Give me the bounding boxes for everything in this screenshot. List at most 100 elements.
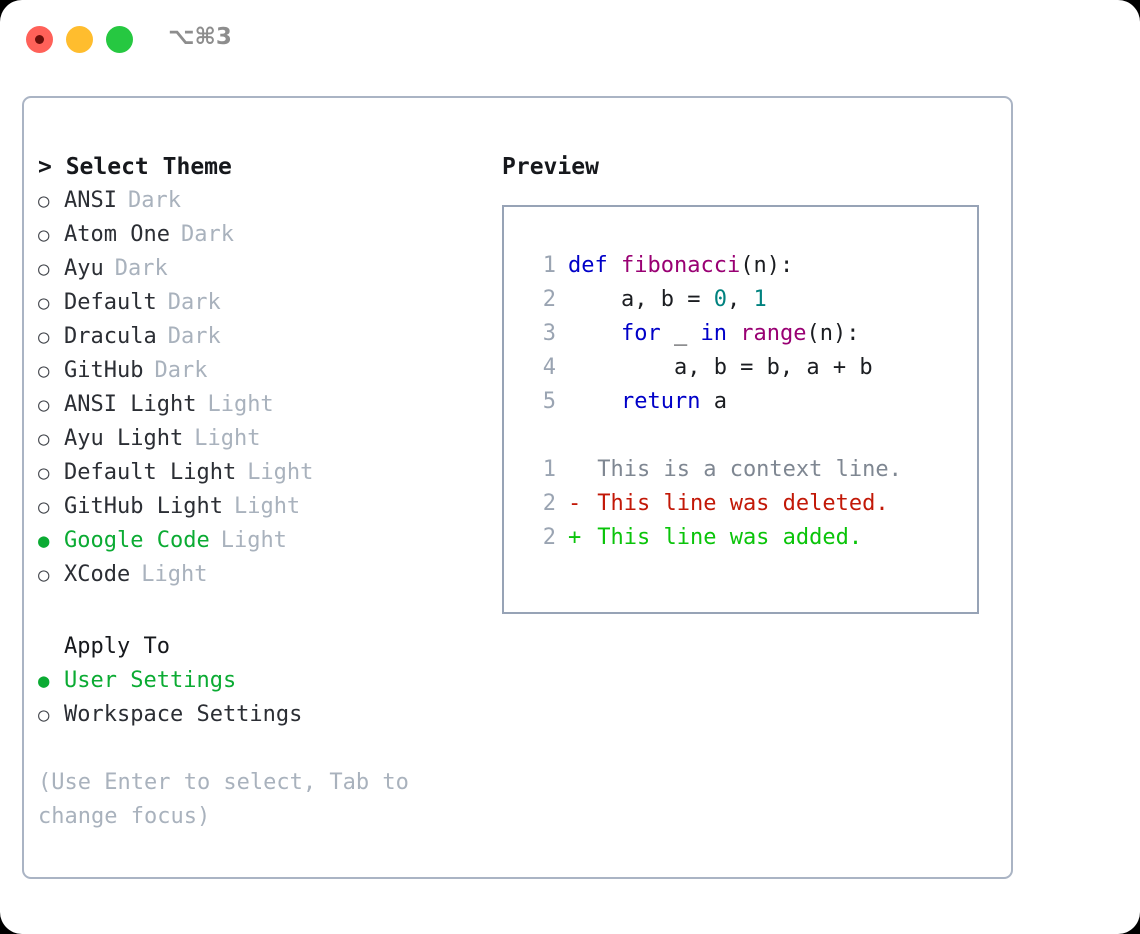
radio-unselected-icon: ○ xyxy=(38,428,50,450)
recording-indicator-icon xyxy=(35,35,44,44)
line-number: 4 xyxy=(542,355,556,380)
line-number: 2 xyxy=(542,525,556,550)
code-line: 2 a, b = 0, 1 xyxy=(522,283,977,317)
code-line-text: a, b = 0, 1 xyxy=(568,283,767,317)
code-line: 4 a, b = b, a + b xyxy=(522,351,977,385)
theme-option-kind-badge: Dark xyxy=(180,222,234,247)
radio-unselected-icon: ○ xyxy=(38,292,50,314)
theme-option-label: Google Code xyxy=(64,528,210,553)
radio-selected-icon: ● xyxy=(38,530,50,552)
apply-to-option-label: Workspace Settings xyxy=(64,702,303,727)
token-kw: in xyxy=(700,321,727,346)
theme-option-atom-one[interactable]: ○ Atom One Dark xyxy=(38,218,493,252)
theme-option-kind-badge: Light xyxy=(194,426,261,451)
diff-prefix: - xyxy=(568,491,582,516)
section-spacer xyxy=(38,592,493,630)
token-plain: a, b = xyxy=(568,287,714,312)
theme-option-label: Atom One xyxy=(64,222,170,247)
preview-title: Preview xyxy=(502,154,599,180)
diff-prefix xyxy=(568,453,584,487)
maximize-window-button[interactable] xyxy=(106,26,133,53)
radio-unselected-icon: ○ xyxy=(38,564,50,586)
theme-option-google-code[interactable]: ● Google Code Light xyxy=(38,524,493,558)
token-plain: , xyxy=(726,287,754,312)
line-number: 2 xyxy=(542,287,556,312)
theme-option-kind-badge: Light xyxy=(247,460,314,485)
apply-to-option-user-settings[interactable]: ● User Settings xyxy=(38,664,493,698)
token-plain xyxy=(568,389,621,414)
diff-line-del: 2- This line was deleted. xyxy=(522,487,977,521)
token-kw: def xyxy=(568,253,621,278)
theme-option-kind-badge: Dark xyxy=(114,256,168,281)
theme-option-label: Default xyxy=(64,290,157,315)
keyboard-hint-text: (Use Enter to select, Tab to change focu… xyxy=(38,770,409,829)
radio-unselected-icon: ○ xyxy=(38,462,50,484)
keyboard-shortcut-label: ⌥⌘3 xyxy=(168,24,232,50)
token-num: 0 xyxy=(713,287,727,312)
title-bar: ⌥⌘3 xyxy=(0,0,1140,76)
radio-selected-icon: ● xyxy=(38,670,50,692)
line-number: 2 xyxy=(542,491,556,516)
theme-option-github-light[interactable]: ○ GitHub Light Light xyxy=(38,490,493,524)
radio-unselected-icon: ○ xyxy=(38,224,50,246)
diff-spacer xyxy=(522,419,977,453)
theme-option-label: ANSI xyxy=(64,188,117,213)
diff-line-text: This line was added. xyxy=(584,525,863,550)
line-number: 1 xyxy=(542,457,556,482)
code-line-text: for _ in range(n): xyxy=(568,317,859,351)
theme-option-label: ANSI Light xyxy=(64,392,197,417)
token-fn: fibonacci xyxy=(620,253,741,278)
code-line-text: a, b = b, a + b xyxy=(568,351,873,385)
token-plain: (n): xyxy=(806,321,860,346)
line-number: 3 xyxy=(542,321,556,346)
apply-to-option-label: User Settings xyxy=(64,668,237,693)
code-line: 3 for _ in range(n): xyxy=(522,317,977,351)
theme-option-ayu[interactable]: ○ Ayu Dark xyxy=(38,252,493,286)
theme-option-kind-badge: Dark xyxy=(167,290,221,315)
theme-option-kind-badge: Light xyxy=(141,562,208,587)
diff-line-add: 2+ This line was added. xyxy=(522,521,977,555)
token-kw: for xyxy=(620,321,661,346)
theme-option-default[interactable]: ○ Default Dark xyxy=(38,286,493,320)
token-plain xyxy=(727,321,740,346)
apply-to-option-workspace-settings[interactable]: ○ Workspace Settings xyxy=(38,698,493,732)
theme-option-kind-badge: Light xyxy=(233,494,301,519)
radio-unselected-icon: ○ xyxy=(38,496,50,518)
radio-unselected-icon: ○ xyxy=(38,190,50,212)
minimize-window-button[interactable] xyxy=(66,26,93,53)
token-plain: _ xyxy=(660,321,701,346)
radio-unselected-icon: ○ xyxy=(38,704,50,726)
radio-unselected-icon: ○ xyxy=(38,394,50,416)
select-theme-heading: > Select Theme xyxy=(38,154,232,180)
theme-option-label: Ayu xyxy=(64,256,104,281)
line-number: 5 xyxy=(542,389,556,414)
theme-option-kind-badge: Dark xyxy=(154,358,208,383)
theme-option-kind-badge: Dark xyxy=(167,324,221,349)
token-plain: a xyxy=(700,389,727,414)
radio-unselected-icon: ○ xyxy=(38,326,50,348)
radio-unselected-icon: ○ xyxy=(38,258,50,280)
theme-option-kind-badge: Light xyxy=(220,528,287,553)
token-kw: return xyxy=(620,389,701,414)
token-plain: a, b = b, a + b xyxy=(568,355,873,380)
code-line-text: return a xyxy=(568,385,727,419)
theme-option-label: GitHub Light xyxy=(64,494,223,519)
diff-line-text: This is a context line. xyxy=(584,457,902,482)
theme-option-label: GitHub xyxy=(64,358,144,383)
apply-to-list: ● User Settings ○ Workspace Settings xyxy=(38,664,493,732)
